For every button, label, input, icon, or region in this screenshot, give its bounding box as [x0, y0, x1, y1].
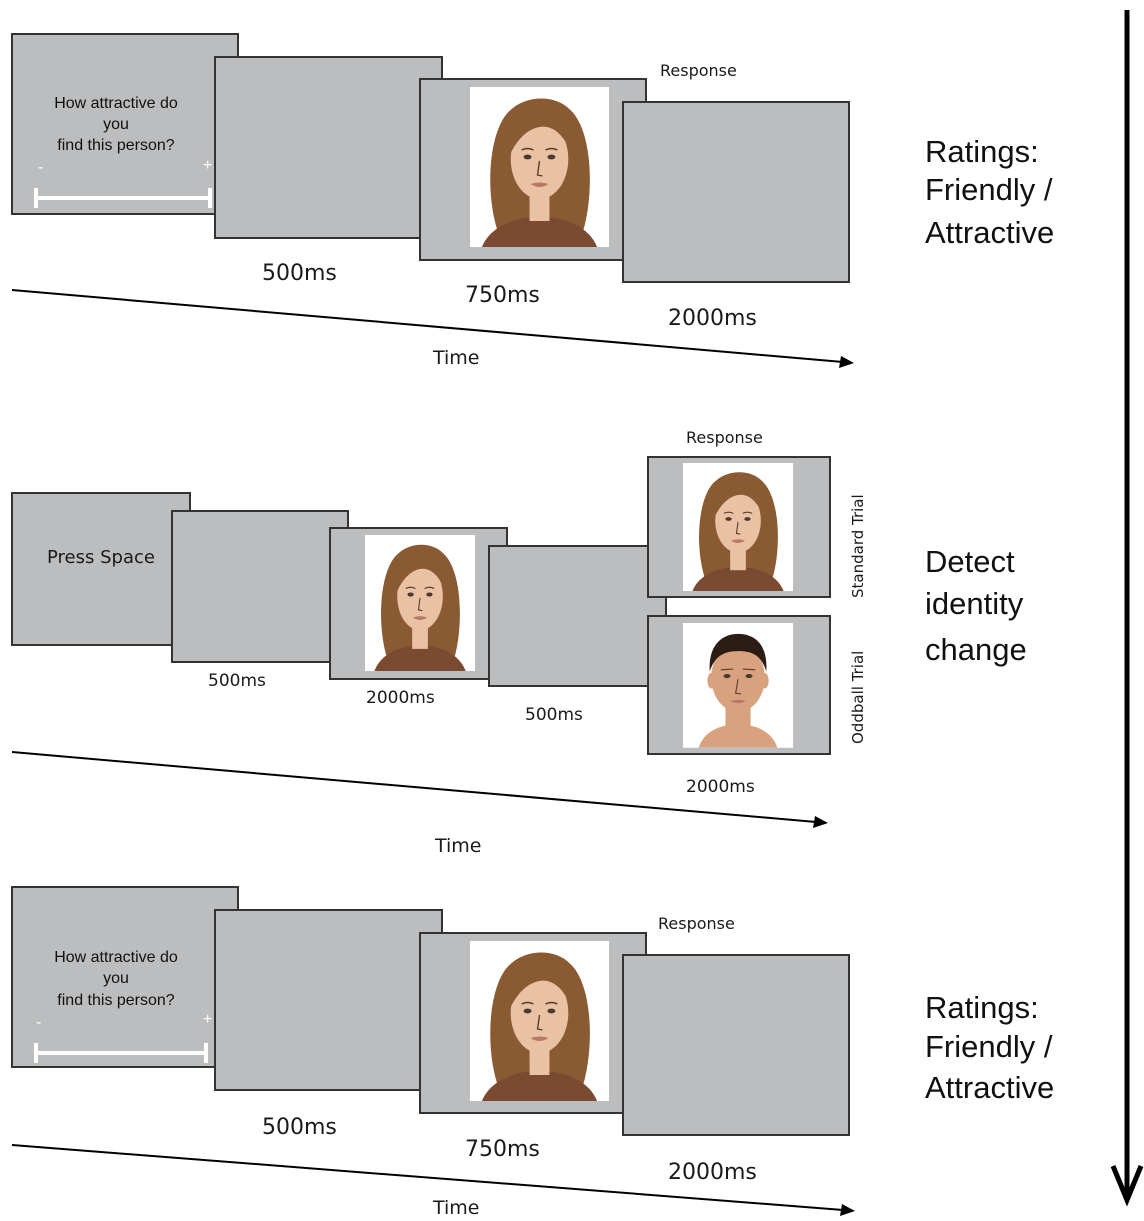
- blank-screen-1: [214, 909, 443, 1091]
- scale-min-label: -: [36, 1014, 41, 1031]
- oddball-trial-label: Oddball Trial: [849, 651, 867, 744]
- duration-label-2: 2000ms: [366, 688, 435, 708]
- time-label: Time: [432, 1197, 480, 1219]
- time-label: Time: [432, 347, 480, 369]
- scale-max-label: +: [203, 1011, 212, 1028]
- duration-label-3: 2000ms: [668, 306, 757, 331]
- response-label: Response: [686, 428, 763, 447]
- face-image: [469, 940, 610, 1102]
- standard-trial-screen: [647, 456, 831, 598]
- top-panel: How attractive do you find this person? …: [11, 33, 1054, 369]
- task-line-2: identity: [925, 586, 1024, 621]
- face-image: [469, 86, 610, 248]
- response-screen: [622, 101, 850, 283]
- oddball-trial-screen: [647, 615, 831, 755]
- response-screen: [622, 954, 850, 1136]
- rating-screen: How attractive do you find this person? …: [11, 33, 239, 215]
- duration-label-1: 500ms: [262, 1115, 337, 1140]
- task-line-1: Detect: [925, 544, 1015, 579]
- timeline-arrow: [11, 751, 828, 828]
- task-line-1: Ratings:: [925, 134, 1039, 169]
- question-line-1: How attractive do: [54, 949, 178, 966]
- duration-label-1: 500ms: [208, 671, 266, 691]
- duration-label-2: 750ms: [465, 283, 540, 308]
- rating-scale: [34, 1043, 208, 1063]
- duration-label-3: 500ms: [525, 705, 583, 725]
- oddball-face-image: [682, 622, 794, 749]
- blank-screen-2: [488, 545, 667, 687]
- task-line-3: Attractive: [925, 1070, 1054, 1105]
- task-line-3: Attractive: [925, 215, 1054, 250]
- question-line-3: find this person?: [57, 137, 175, 154]
- face-screen: [419, 78, 647, 261]
- standard-trial-label: Standard Trial: [849, 494, 867, 598]
- press-space-prompt: Press Space: [47, 547, 155, 568]
- face-image: [364, 534, 476, 672]
- question-line-2: you: [103, 970, 129, 987]
- scale-min-label: -: [38, 159, 43, 176]
- task-line-2: Friendly /: [925, 172, 1053, 207]
- task-line-3: change: [925, 632, 1027, 667]
- blank-screen-1: [214, 56, 443, 239]
- timeline-arrow: [11, 289, 854, 368]
- response-label: Response: [660, 61, 737, 80]
- duration-label-2: 750ms: [465, 1137, 540, 1162]
- timeline-arrow: [11, 1144, 855, 1216]
- duration-label-3: 2000ms: [668, 1160, 757, 1185]
- sequence-arrow: [1110, 10, 1144, 1207]
- middle-panel: Press Space Response Standard Trial Oddb…: [11, 428, 1027, 857]
- duration-label-1: 500ms: [262, 261, 337, 286]
- rating-scale: [34, 188, 212, 208]
- bottom-panel: How attractive do you find this person? …: [11, 886, 1054, 1219]
- task-line-2: Friendly /: [925, 1029, 1053, 1064]
- question-line-3: find this person?: [57, 992, 175, 1009]
- question-line-2: you: [103, 116, 129, 133]
- response-label: Response: [658, 914, 735, 933]
- rating-screen: How attractive do you find this person? …: [11, 886, 239, 1068]
- face-screen: [329, 527, 508, 680]
- duration-label-4: 2000ms: [686, 777, 755, 797]
- scale-max-label: +: [203, 157, 212, 174]
- task-line-1: Ratings:: [925, 990, 1039, 1025]
- face-screen: [419, 932, 647, 1114]
- time-label: Time: [434, 835, 482, 857]
- press-space-screen: Press Space: [11, 492, 191, 646]
- question-line-1: How attractive do: [54, 95, 178, 112]
- blank-screen-1: [171, 510, 349, 663]
- standard-face-image: [682, 462, 794, 592]
